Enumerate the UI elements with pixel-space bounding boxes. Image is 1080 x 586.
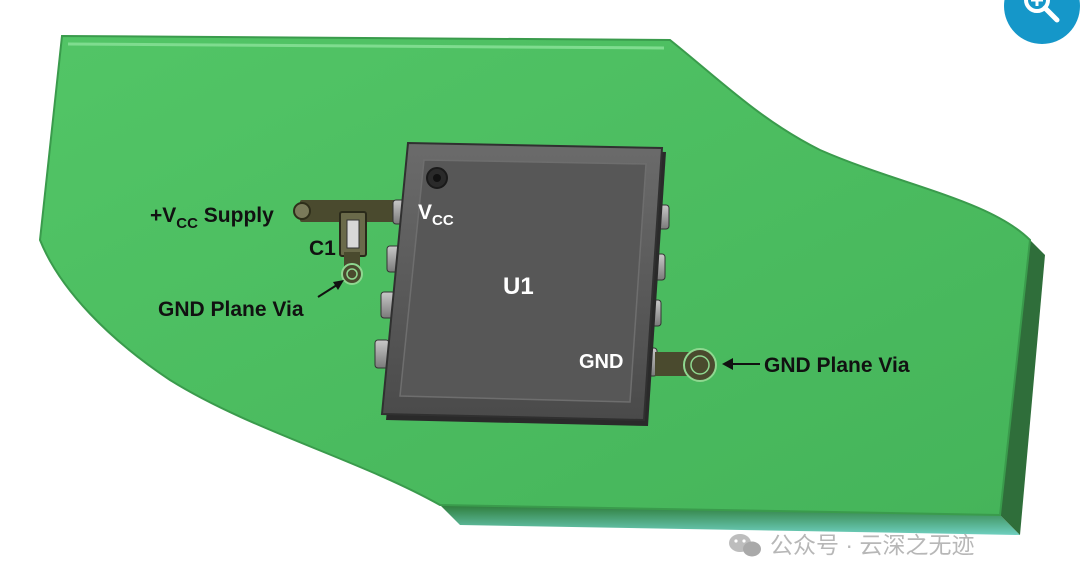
gnd-via-right-arrowhead [722,358,733,370]
gnd-via-left [341,263,363,285]
board-edge [440,505,1020,535]
vcc-supply-label: +VCC Supply [150,204,274,232]
gnd-via-right [683,348,717,382]
gnd-via-right-label: GND Plane Via [764,354,910,377]
capacitor-label: C1 [309,237,336,260]
zoom-button[interactable] [1004,0,1080,44]
board-bevel [67,42,665,50]
gnd-via-left-arrowhead [333,280,344,290]
wechat-icon [729,534,761,557]
watermark-text: 公众号 · 云深之无迹 [770,532,974,558]
vcc-supply-pad [293,202,311,220]
gnd-via-right-hole [690,355,710,375]
capacitor-body [346,219,360,249]
gnd-via-left-label: GND Plane Via [158,298,304,321]
chip-vcc-label: VCC [418,201,454,229]
chip-gnd-label: GND [579,351,623,373]
pin1-marker-inner [433,174,441,182]
watermark: 公众号 · 云深之无迹 [729,532,974,558]
zoom-in-icon [1024,0,1060,23]
board-right-edge [1000,240,1045,535]
chip-name-label: U1 [503,273,534,300]
chip-top-face [399,159,647,403]
gnd-via-left-hole [346,268,358,280]
